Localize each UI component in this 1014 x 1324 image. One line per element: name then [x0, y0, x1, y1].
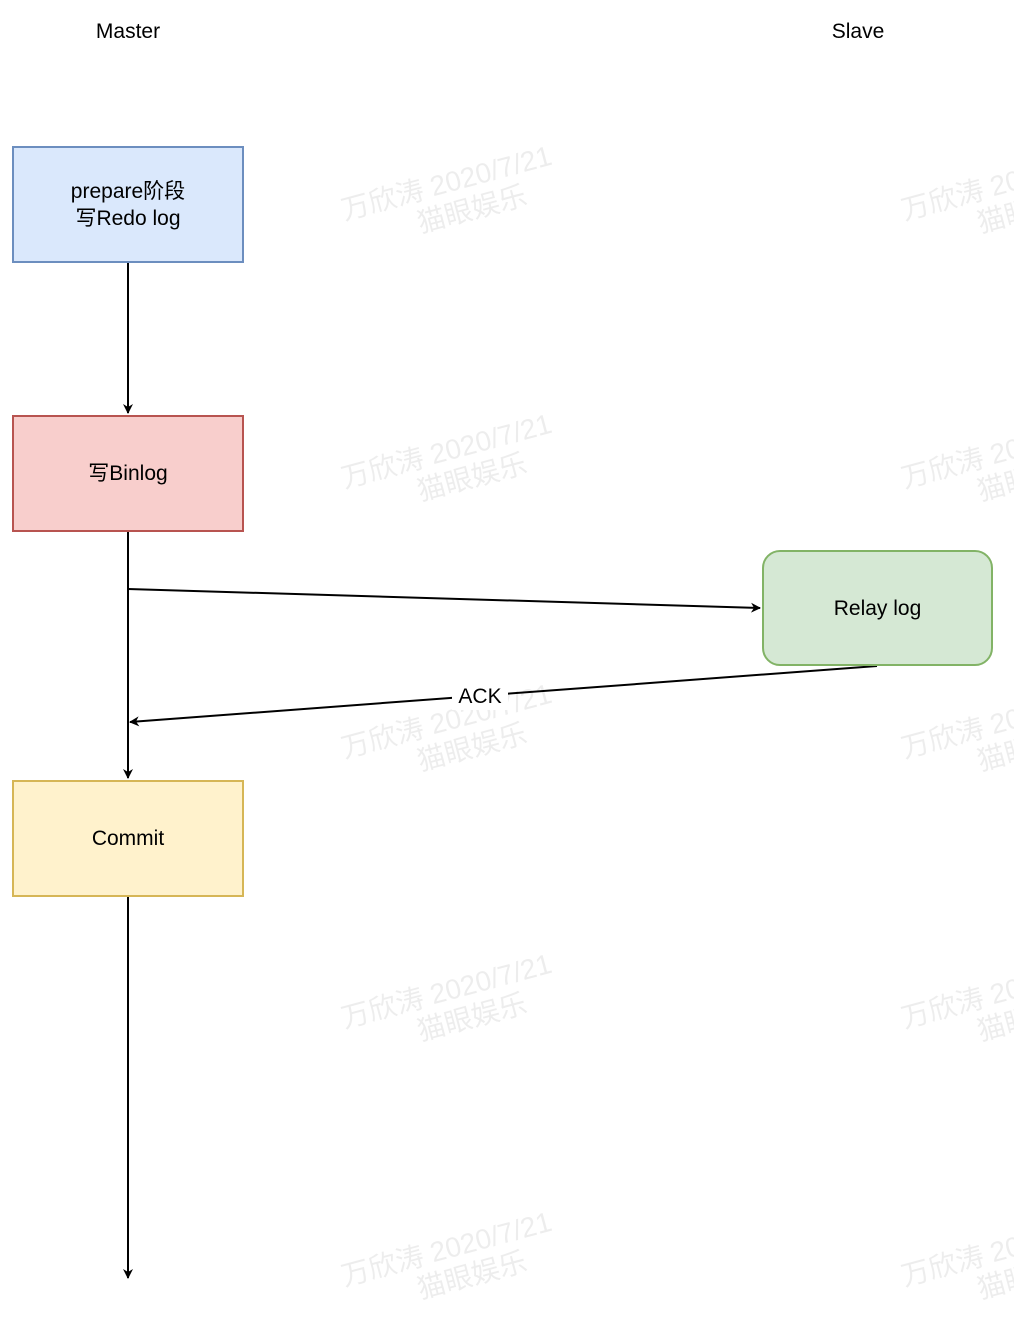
edge-binlog-to-relay: [127, 588, 761, 613]
node-relay-label: Relay log: [833, 596, 922, 620]
lane-label-slave: Slave: [831, 20, 885, 43]
lane-label-master: Master: [95, 20, 161, 43]
node-prepare-line1: prepare阶段: [70, 179, 186, 203]
node-relay-log: Relay log: [762, 550, 993, 666]
node-prepare-redo-log: prepare阶段 写Redo log: [12, 146, 244, 263]
edge-label-ack: ACK: [452, 683, 508, 710]
node-binlog-label: 写Binlog: [88, 462, 168, 485]
node-write-binlog: 写Binlog: [12, 415, 244, 532]
node-commit: Commit: [12, 780, 244, 897]
node-prepare-line2: 写Redo log: [75, 206, 181, 230]
node-commit-label: Commit: [91, 827, 165, 850]
